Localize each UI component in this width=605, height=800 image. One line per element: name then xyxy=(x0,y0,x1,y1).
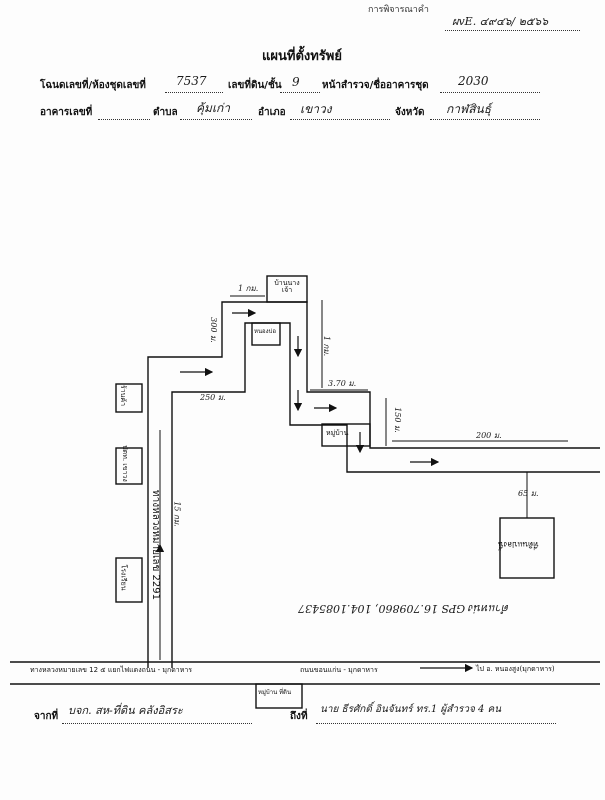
dist-mid-label: 250 ม. xyxy=(200,393,226,402)
to-underline xyxy=(316,723,556,724)
dist-right-top-label: 1 กม. xyxy=(322,335,332,357)
property-box-label: ที่ดินแปลงนี้ xyxy=(498,540,539,549)
to-label: ถึงที่ xyxy=(290,711,308,722)
left-box-1-label: ร้านค้า xyxy=(119,384,128,407)
land-no-value: 9 xyxy=(292,75,300,89)
province-value: กาฬสินธุ์ xyxy=(446,102,492,116)
left-box-2-label: ปตท. เขาวง xyxy=(120,445,129,482)
dist-200-label: 200 ม. xyxy=(476,431,502,440)
from-label: จากที่ xyxy=(34,711,59,722)
inner-box xyxy=(251,322,281,346)
dist-left-label: 300 ม. xyxy=(208,317,218,343)
main-road-right-label: ไป อ. หนองสูง(มุกดาหาร) xyxy=(476,665,555,673)
province-label: จังหวัด xyxy=(395,107,425,118)
deed-label: โฉนดเลขที่/ห้องชุดเลขที่ xyxy=(40,80,146,91)
page-title: แผนที่ตั้งทรัพย์ xyxy=(262,49,342,64)
road-inner-edge xyxy=(171,322,600,668)
house-top-box xyxy=(266,275,308,303)
land-no-underline xyxy=(280,92,320,93)
dist-1km-label: 1 กม. xyxy=(238,284,259,293)
from-underline xyxy=(62,723,252,724)
box-village-mid xyxy=(321,423,371,447)
subdistrict-label: ตำบล xyxy=(153,107,178,118)
subdistrict-value: คุ้มเก่า xyxy=(196,101,231,115)
dist-short-label: 65 ม. xyxy=(518,489,539,498)
dist-15km-label: 15 กม. xyxy=(172,501,182,527)
document-number: ผvE. ๔๙๔๖/ ๒๕๖๖ xyxy=(452,15,549,28)
left-box-2 xyxy=(115,447,143,485)
dist-370-label: 3.70 ม. xyxy=(328,379,357,388)
main-road-label: ทางหลวงหมายเลข 12 ๕ แยกไฟแดงถนน - มุกดาห… xyxy=(30,666,193,674)
survey-label: หน้าสำรวจ/ชื่ออาคารชุด xyxy=(322,80,429,91)
top-line-text: การพิจารณาคำ xyxy=(368,5,429,15)
to-value: นาย ธีรศักดิ์ อินจันทร์ ทร.1 ผู้สำรวจ 4 … xyxy=(320,704,502,715)
box-village-label: หมู่บ้าน xyxy=(326,429,349,437)
from-value: บจก. สห-ที่ดิน คลังอิสระ xyxy=(68,704,183,717)
gps-label: ตำแหน่ง GPS 16.709860, 104.1085437 xyxy=(298,602,510,615)
deed-value: 7537 xyxy=(176,74,207,88)
building-label: อาคารเลขที่ xyxy=(40,107,93,118)
building-underline xyxy=(98,119,150,120)
dist-150-label: 150 ม. xyxy=(392,407,402,433)
deed-underline xyxy=(165,92,223,93)
district-value: เขาวง xyxy=(300,102,332,116)
subdistrict-underline xyxy=(180,119,252,120)
district-underline xyxy=(290,119,390,120)
province-underline xyxy=(430,119,540,120)
house-top-label: บ้านนาง เจ้า xyxy=(274,279,300,294)
survey-value: 2030 xyxy=(458,74,489,88)
main-road-mid-label: ถนนขอนแก่น - มุกดาหาร xyxy=(300,666,378,674)
left-box-3-label: โรงเรียน xyxy=(119,564,128,591)
left-box-1 xyxy=(115,383,143,413)
land-no-label: เลขที่ดิน/ชั้น xyxy=(228,80,282,91)
left-box-3 xyxy=(115,557,143,603)
road-vertical-label: ทางหลวงหมายเลข 2291 xyxy=(149,490,161,600)
survey-underline xyxy=(440,92,540,93)
bottom-box xyxy=(255,683,303,709)
bottom-box-label: หมู่บ้าน ที่ดิน xyxy=(258,689,292,696)
district-label: อำเภอ xyxy=(258,107,286,118)
doc-number-underline xyxy=(445,30,580,31)
inner-box-label: หนองบ่อ xyxy=(254,328,277,335)
